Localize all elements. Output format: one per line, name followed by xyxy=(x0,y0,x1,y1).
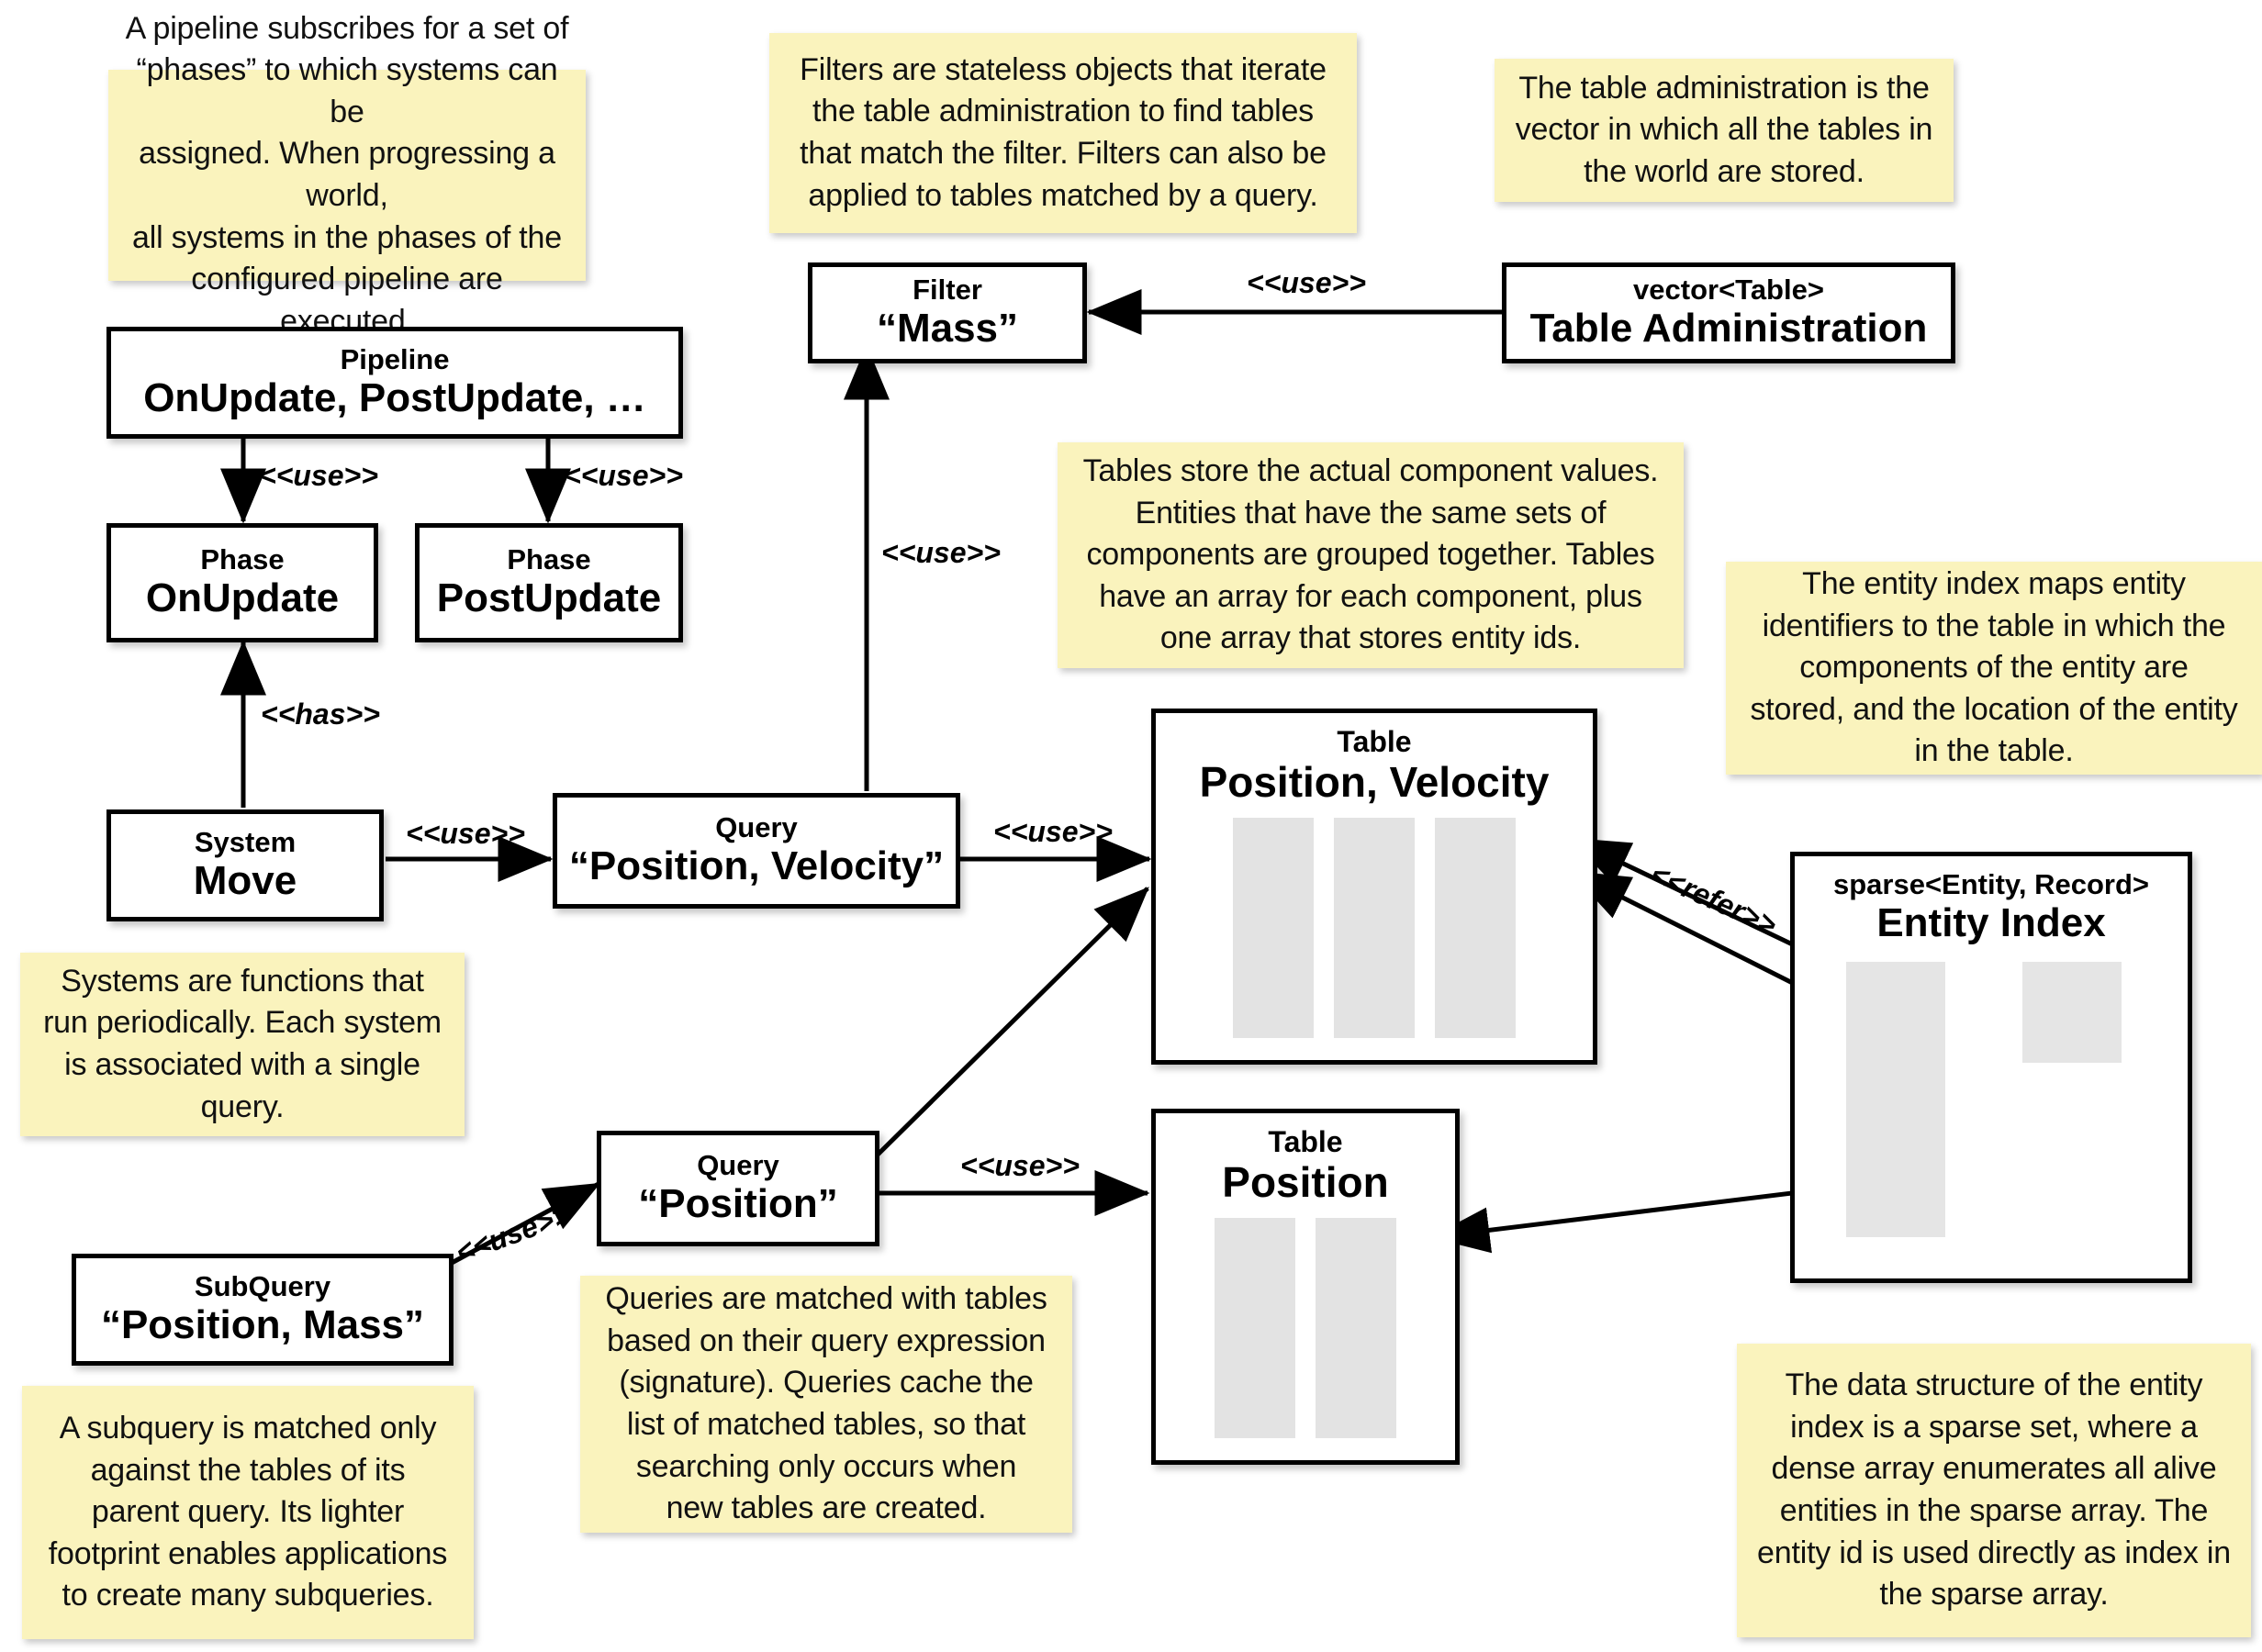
box-query-p-stereotype: Query xyxy=(697,1149,779,1182)
box-subquery-position-mass[interactable]: SubQuery “Position, Mass” xyxy=(72,1254,454,1366)
label-querypv-uses-tablepv: <<use>> xyxy=(993,815,1113,848)
box-phase-postupdate-title: PostUpdate xyxy=(436,575,662,621)
note-entity-index: The entity index maps entity identifiers… xyxy=(1726,562,2262,775)
label-system-has-phase: <<has>> xyxy=(261,698,380,731)
box-pipeline[interactable]: Pipeline OnUpdate, PostUpdate, … xyxy=(106,327,683,439)
entity-index-dense-array xyxy=(2022,962,2122,1064)
box-table-position-velocity[interactable]: Table Position, Velocity xyxy=(1151,709,1597,1065)
note-system: Systems are functions that run periodica… xyxy=(20,953,465,1136)
box-query-p-title: “Position” xyxy=(638,1181,838,1227)
label-query-uses-filter: <<use>> xyxy=(881,536,1001,569)
box-table-admin-stereotype: vector<Table> xyxy=(1633,273,1824,307)
box-query-position[interactable]: Query “Position” xyxy=(597,1131,879,1246)
box-phase-onupdate-title: OnUpdate xyxy=(145,575,340,621)
table-p-column-2 xyxy=(1316,1218,1396,1438)
table-pv-column-1 xyxy=(1233,818,1314,1038)
box-subquery-stereotype: SubQuery xyxy=(194,1270,331,1303)
box-subquery-title: “Position, Mass” xyxy=(100,1302,425,1348)
box-entity-index-stereotype: sparse<Entity, Record> xyxy=(1832,868,2149,900)
entity-index-body xyxy=(1804,945,2178,1273)
box-table-administration[interactable]: vector<Table> Table Administration xyxy=(1502,262,1955,363)
note-subquery: A subquery is matched only against the t… xyxy=(22,1386,474,1639)
table-p-column-1 xyxy=(1215,1218,1295,1438)
box-pipeline-stereotype: Pipeline xyxy=(340,343,450,376)
box-table-p-title: Position xyxy=(1222,1157,1389,1206)
table-pv-columns xyxy=(1165,818,1584,1055)
note-table: Tables store the actual component values… xyxy=(1058,442,1684,668)
box-table-admin-title: Table Administration xyxy=(1529,306,1928,352)
box-phase-postupdate-stereotype: Phase xyxy=(507,543,591,576)
box-table-pv-title: Position, Velocity xyxy=(1199,757,1550,806)
label-entityindex-refer-table: <<refer>> xyxy=(1645,856,1782,942)
box-filter-stereotype: Filter xyxy=(913,273,982,307)
edge-queryp-uses-tablepv xyxy=(867,887,1149,1166)
box-system-move-stereotype: System xyxy=(194,826,297,859)
label-tableadmin-uses-filter: <<use>> xyxy=(1247,266,1366,299)
box-phase-postupdate[interactable]: Phase PostUpdate xyxy=(415,523,683,642)
box-entity-index-title: Entity Index xyxy=(1876,899,2106,945)
box-query-pv-title: “Position, Velocity” xyxy=(568,843,945,889)
note-query: Queries are matched with tables based on… xyxy=(580,1276,1072,1533)
table-pv-column-2 xyxy=(1334,818,1415,1038)
box-query-pv-stereotype: Query xyxy=(715,811,798,844)
box-filter-title: “Mass” xyxy=(876,306,1019,352)
box-table-p-stereotype: Table xyxy=(1268,1125,1343,1158)
box-system-move[interactable]: System Move xyxy=(106,809,384,921)
box-filter-mass[interactable]: Filter “Mass” xyxy=(808,262,1087,363)
note-sparse-set: The data structure of the entity index i… xyxy=(1737,1344,2251,1637)
box-entity-index[interactable]: sparse<Entity, Record> Entity Index xyxy=(1790,852,2192,1283)
table-p-columns xyxy=(1165,1218,1446,1455)
box-query-position-velocity[interactable]: Query “Position, Velocity” xyxy=(553,793,960,909)
entity-index-sparse-array xyxy=(1846,962,1945,1238)
box-table-pv-stereotype: Table xyxy=(1337,725,1412,758)
box-phase-onupdate-stereotype: Phase xyxy=(200,543,285,576)
table-pv-column-3 xyxy=(1435,818,1516,1038)
note-table-admin: The table administration is the vector i… xyxy=(1495,59,1954,202)
label-queryp-uses-tablep: <<use>> xyxy=(960,1149,1080,1182)
label-pipeline-onupdate: <<use>> xyxy=(259,459,378,492)
note-pipeline: A pipeline subscribes for a set of “phas… xyxy=(108,11,586,339)
box-system-move-title: Move xyxy=(193,858,297,904)
label-pipeline-postupdate: <<use>> xyxy=(564,459,683,492)
box-pipeline-title: OnUpdate, PostUpdate, … xyxy=(143,375,646,421)
box-phase-onupdate[interactable]: Phase OnUpdate xyxy=(106,523,378,642)
label-subquery-uses-query: <<use>> xyxy=(451,1197,576,1269)
box-table-position[interactable]: Table Position xyxy=(1151,1109,1460,1465)
label-system-uses-query: <<use>> xyxy=(406,817,525,850)
note-filter: Filters are stateless objects that itera… xyxy=(769,33,1357,233)
